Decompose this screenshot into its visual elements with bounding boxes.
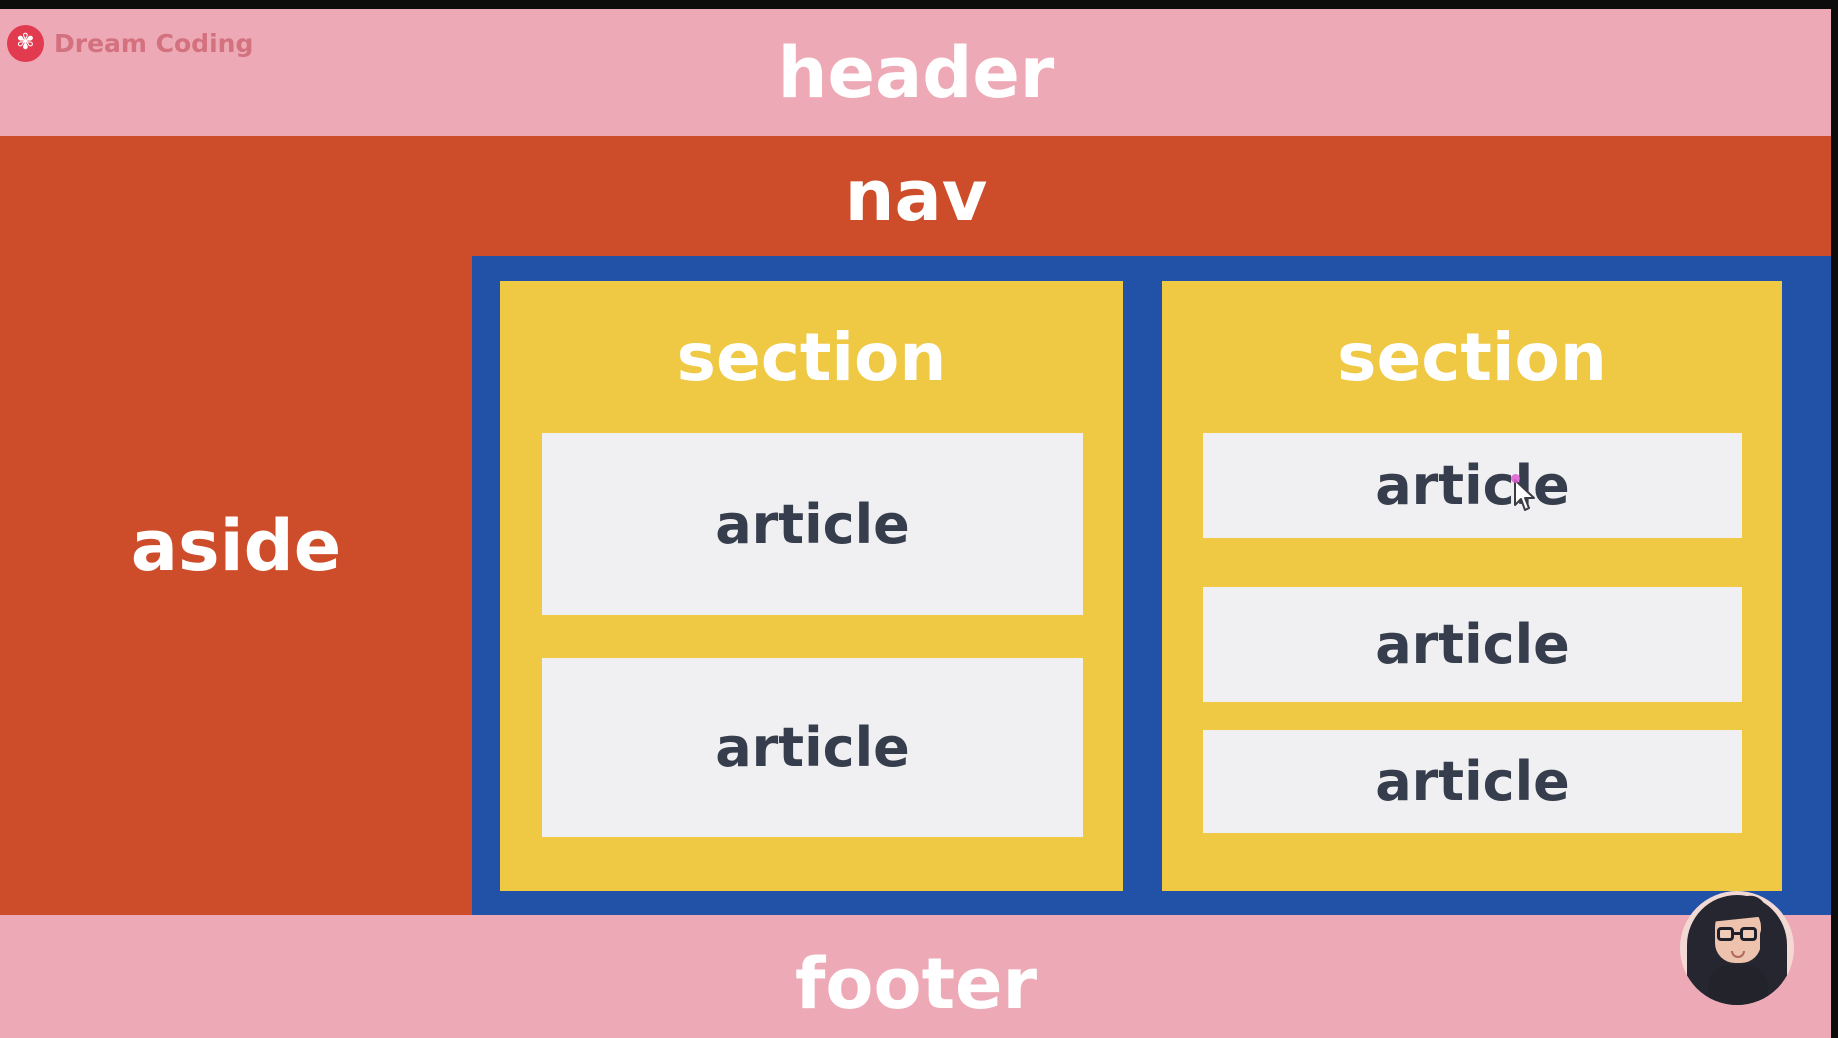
letterbox-strip-top — [0, 0, 1838, 9]
article-box: article — [1203, 730, 1742, 833]
mouse-cursor-icon — [1512, 479, 1538, 517]
section-right: section article article article — [1162, 281, 1782, 891]
avatar-glasses-left — [1717, 927, 1734, 941]
article-box: article — [542, 433, 1083, 615]
article-box: article — [542, 658, 1083, 837]
avatar-shirt — [1708, 965, 1768, 1005]
footer-region: footer — [0, 915, 1832, 1038]
section-left: section article article — [500, 281, 1123, 891]
header-region: header — [0, 9, 1832, 136]
click-indicator-dot — [1511, 474, 1520, 483]
brand-name: Dream Coding — [54, 28, 254, 58]
section-right-title: section — [1337, 318, 1607, 396]
flower-logo-icon: ✾ — [7, 24, 44, 62]
avatar-glasses-bridge — [1733, 932, 1741, 935]
letterbox-strip-right — [1831, 0, 1838, 1038]
nav-label: nav — [844, 155, 988, 237]
avatar-smile — [1731, 951, 1745, 958]
header-label: header — [777, 31, 1055, 114]
nav-region: nav — [0, 136, 1832, 256]
avatar-glasses-right — [1740, 927, 1757, 941]
aside-region: aside — [0, 256, 472, 915]
main-region: section article article section article … — [472, 256, 1832, 915]
section-left-title: section — [676, 318, 947, 396]
webcam-avatar — [1680, 891, 1794, 1005]
footer-label: footer — [794, 942, 1038, 1025]
article-box: article — [1203, 433, 1742, 538]
article-box: article — [1203, 587, 1742, 702]
aside-label: aside — [130, 504, 342, 587]
brand-logo: ✾ Dream Coding — [7, 24, 253, 62]
